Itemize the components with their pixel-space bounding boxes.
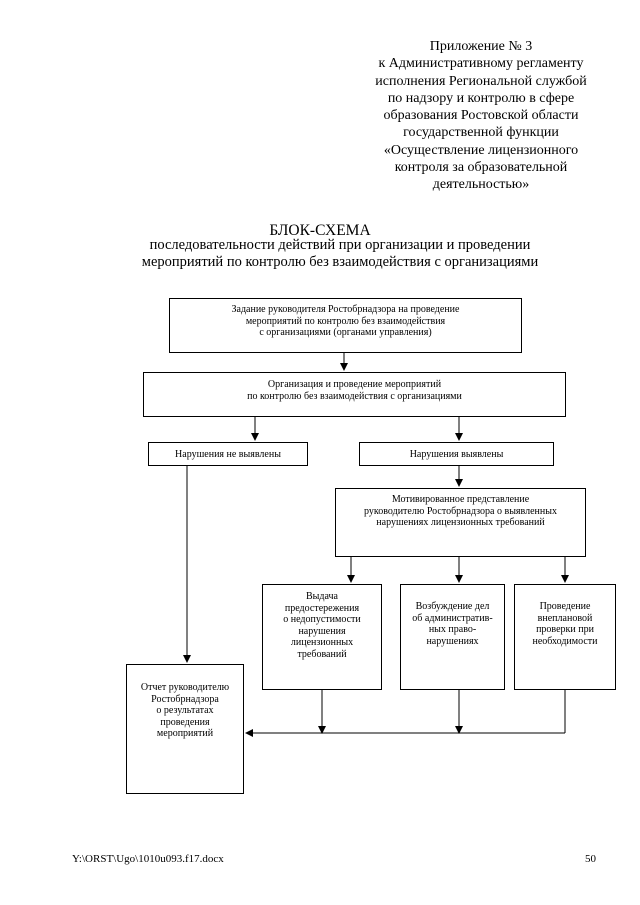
box-text: лицензионных <box>290 637 354 649</box>
box-text: проверки при <box>536 624 594 636</box>
flowchart-title: БЛОК-СХЕМА <box>269 222 371 239</box>
box-text: Организация и проведение мероприятий <box>267 379 442 390</box>
box-text: мероприятий <box>156 728 214 740</box>
appendix-line: исполнения Региональной службой <box>375 73 587 89</box>
box-report: Отчет руководителю Ростобрнадзора о резу… <box>126 664 244 794</box>
box-text: по контролю без взаимодействия с организ… <box>247 390 462 402</box>
subtitle-line: мероприятий по контролю без взаимодейств… <box>141 254 539 270</box>
box-text: Проведение <box>539 601 591 612</box>
box-text: внеплановой <box>537 612 593 624</box>
box-text: Нарушения не выявлены <box>175 449 281 460</box>
box-text: нарушениях <box>426 635 479 647</box>
box-text: требований <box>297 648 347 660</box>
box-text: с организациями (органами управления) <box>259 327 432 339</box>
appendix-line: контроля за образовательной <box>394 160 568 176</box>
appendix-line: образования Ростовской области <box>383 108 579 124</box>
appendix-line: «Осуществление лицензионного <box>383 142 579 158</box>
box-text: предостережения <box>284 602 360 614</box>
box-text: мероприятий по контролю без взаимодейств… <box>245 315 446 327</box>
footer-page-number: 50 <box>585 853 596 865</box>
appendix-line: Приложение № 3 <box>429 39 533 54</box>
footer-file-path: Y:\ORST\Ugo\1010u093.f17.docx <box>72 853 224 865</box>
box-inspection: Проведение внеплановой проверки при необ… <box>514 584 616 690</box>
box-text: проведения <box>160 716 210 728</box>
box-text: Нарушения выявлены <box>409 449 504 460</box>
box-motivated-submission: Мотивированное представление руководител… <box>335 488 586 557</box>
box-violations: Нарушения выявлены <box>359 442 554 466</box>
box-text: нарушениях лицензионных требований <box>376 517 545 529</box>
appendix-line: государственной функции <box>403 125 559 141</box>
box-organization: Организация и проведение мероприятий по … <box>143 372 566 417</box>
box-text: о недопустимости <box>283 614 361 626</box>
box-text: Ростобрнадзора <box>151 693 219 705</box>
subtitle-line: последовательности действий при организа… <box>149 237 531 253</box>
appendix-header: Приложение № 3 к Административному регла… <box>352 38 610 194</box>
box-text: Задание руководителя Ростобрнадзора на п… <box>231 304 460 315</box>
box-no-violations: Нарушения не выявлены <box>148 442 308 466</box>
appendix-line: к Административному регламенту <box>378 56 584 72</box>
flowchart-subtitle: последовательности действий при организа… <box>0 237 640 271</box>
box-text: руководителю Ростобрнадзора о выявленных <box>364 505 557 517</box>
box-text: об административ- <box>412 612 493 624</box>
box-text: Возбуждение дел <box>415 601 490 612</box>
box-text: нарушения <box>298 625 346 637</box>
appendix-line: деятельностью» <box>432 177 530 193</box>
box-text: Отчет руководителю <box>140 682 230 693</box>
box-text: необходимости <box>532 635 598 647</box>
box-text: Мотивированное представление <box>391 494 530 505</box>
box-text: о результатах <box>156 705 214 717</box>
box-text: Выдача <box>306 591 338 602</box>
box-admin-case: Возбуждение дел об административ- ных пр… <box>400 584 505 690</box>
box-task: Задание руководителя Ростобрнадзора на п… <box>169 298 522 353</box>
appendix-line: по надзору и контролю в сфере <box>387 90 575 106</box>
box-warning: Выдача предостережения о недопустимости … <box>262 584 382 690</box>
box-text: ных право- <box>428 624 477 636</box>
